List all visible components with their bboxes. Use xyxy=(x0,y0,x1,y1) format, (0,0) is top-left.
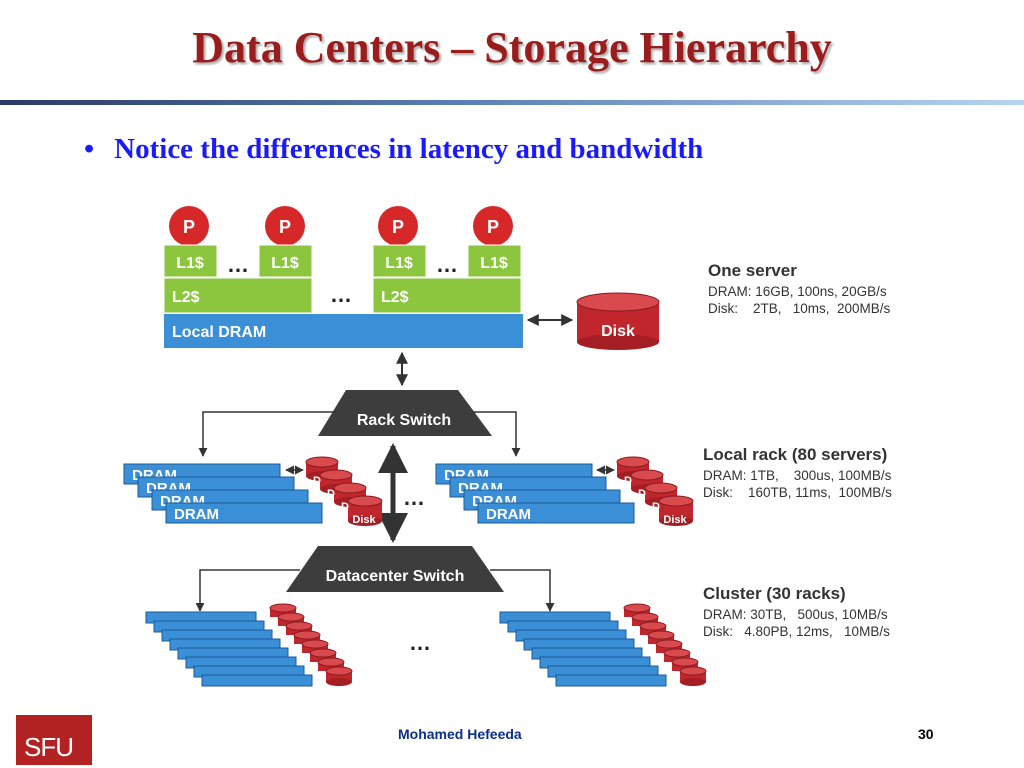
rack-switch-right-link xyxy=(472,411,521,457)
server-heading: One server xyxy=(708,261,797,280)
rack-switch: Rack Switch xyxy=(318,390,492,436)
l2-label: L2$ xyxy=(172,289,200,306)
slide-title: Data Centers – Storage Hierarchy xyxy=(192,23,832,72)
local-dram-label: Local DRAM xyxy=(172,324,266,341)
processor-label: P xyxy=(279,217,291,237)
datacenter-switch-left-link xyxy=(195,569,300,612)
server-group: P P P P L1$ L1$ L1$ L1$ xyxy=(163,206,660,350)
cluster-a-disks xyxy=(269,603,353,686)
rack-disk-spec: Disk: 160TB, 11ms, 100MB/s xyxy=(703,485,892,500)
disk-label: Disk xyxy=(601,323,635,340)
processor-4: P xyxy=(473,206,513,246)
cluster-description: Cluster (30 racks) DRAM: 30TB, 500us, 10… xyxy=(703,584,890,639)
rack-switch-left-link xyxy=(198,411,336,457)
cluster-dram-spec: DRAM: 30TB, 500us, 10MB/s xyxy=(703,607,888,622)
processor-2: P xyxy=(265,206,305,246)
cluster-b-drams xyxy=(499,611,667,687)
l1-ellipsis: … xyxy=(227,252,249,277)
page-number: 30 xyxy=(918,726,934,742)
l1-label: L1$ xyxy=(176,255,204,272)
processor-label: P xyxy=(392,217,404,237)
cluster-b-disks xyxy=(623,603,707,686)
bullet-text: Notice the differences in latency and ba… xyxy=(114,133,704,165)
logo-text: SFU xyxy=(24,732,74,762)
l2-ellipsis: … xyxy=(330,282,352,307)
l2-label: L2$ xyxy=(381,289,409,306)
rack-dram-label: DRAM xyxy=(174,506,219,523)
rack-disk-label: Disk xyxy=(352,514,376,526)
title-divider xyxy=(0,100,1024,105)
l1-label: L1$ xyxy=(385,255,413,272)
l1-ellipsis: … xyxy=(436,252,458,277)
l2-cache-1: L2$ xyxy=(163,277,313,314)
rack-dram-spec: DRAM: 1TB, 300us, 100MB/s xyxy=(703,468,892,483)
datacenter-switch-label: Datacenter Switch xyxy=(326,568,465,585)
datacenter-switch-right-link xyxy=(490,569,555,612)
rack-disk-partial: D xyxy=(652,501,660,513)
rack-a-drams: DRAM DRAM DRAM DRAM xyxy=(123,463,323,524)
bullet-dot-icon: • xyxy=(84,133,95,165)
local-dram: Local DRAM xyxy=(164,314,523,348)
rack-disk-partial: D xyxy=(327,488,335,500)
cluster-disk-spec: Disk: 4.80PB, 12ms, 10MB/s xyxy=(703,624,890,639)
rack-disk-label: Disk xyxy=(663,514,687,526)
rack-disk-partial: D xyxy=(624,475,632,487)
server-description: One server DRAM: 16GB, 100ns, 20GB/s Dis… xyxy=(708,261,891,316)
rack-b: Disk D D D DRAM DRAM DRAM DRAM xyxy=(435,456,694,526)
l2-cache-2: L2$ xyxy=(372,277,522,314)
processor-3: P xyxy=(378,206,418,246)
level-descriptions: One server DRAM: 16GB, 100ns, 20GB/s Dis… xyxy=(703,261,892,639)
server-disk-spec: Disk: 2TB, 10ms, 200MB/s xyxy=(708,301,891,316)
rack-a-disks: Disk D D D xyxy=(305,456,383,526)
datacenter-switch: Datacenter Switch xyxy=(286,546,504,592)
rack-a: Disk D D D DRAM DRAM DRAM DRAM xyxy=(123,456,383,526)
rack-disk-partial: D xyxy=(313,475,321,487)
processor-label: P xyxy=(487,217,499,237)
l1-label: L1$ xyxy=(480,255,508,272)
server-dram-spec: DRAM: 16GB, 100ns, 20GB/s xyxy=(708,284,887,299)
rack-disk-partial: D xyxy=(341,501,349,513)
rack-b-disks: Disk D D D xyxy=(616,456,694,526)
cluster-heading: Cluster (30 racks) xyxy=(703,584,846,603)
rack-heading: Local rack (80 servers) xyxy=(703,445,887,464)
footer-author: Mohamed Hefeeda xyxy=(398,726,522,742)
l1-cache-3: L1$ xyxy=(372,244,427,278)
bullet-item: • Notice the differences in latency and b… xyxy=(84,133,703,166)
server-disk: Disk xyxy=(576,292,660,350)
cluster-a xyxy=(145,603,353,687)
rack-dram-label: DRAM xyxy=(486,506,531,523)
sfu-logo: SFU xyxy=(16,715,92,765)
rack-description: Local rack (80 servers) DRAM: 1TB, 300us… xyxy=(703,445,892,500)
l1-label: L1$ xyxy=(271,255,299,272)
rack-b-drams: DRAM DRAM DRAM DRAM xyxy=(435,463,635,524)
processor-label: P xyxy=(183,217,195,237)
rack-ellipsis: … xyxy=(403,485,425,510)
cluster-ellipsis: … xyxy=(409,630,431,655)
rack-disk-partial: D xyxy=(638,488,646,500)
l1-cache-2: L1$ xyxy=(258,244,313,278)
cluster-b xyxy=(499,603,707,687)
rack-switch-label: Rack Switch xyxy=(357,412,451,429)
processor-1: P xyxy=(169,206,209,246)
l1-cache-4: L1$ xyxy=(467,244,522,278)
l1-cache-1: L1$ xyxy=(163,244,218,278)
cluster-a-drams xyxy=(145,611,313,687)
